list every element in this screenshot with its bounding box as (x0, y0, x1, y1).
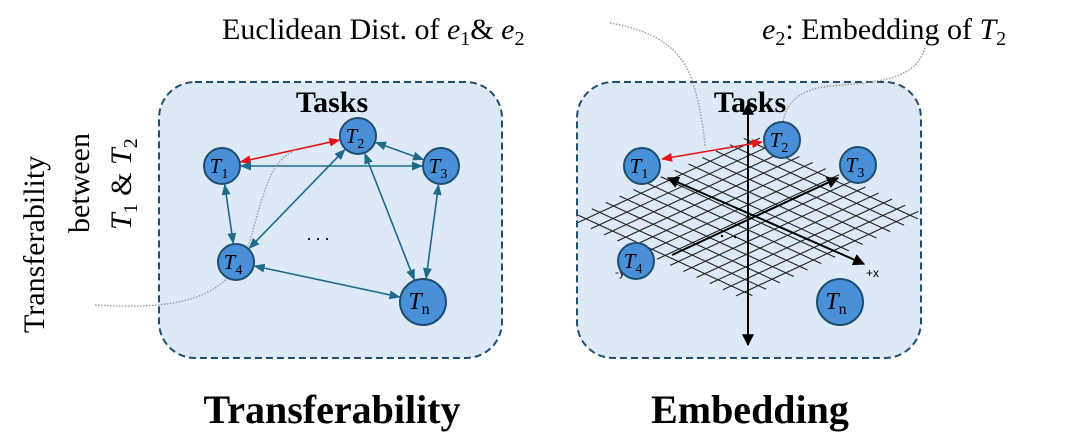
transferability-node-t1: T1 (203, 147, 241, 185)
embedding-node-t2: T2 (763, 121, 801, 159)
node-circle (816, 278, 864, 326)
y-axis (671, 177, 840, 256)
embedding-node-tn: Tn (816, 278, 864, 326)
node-label: T3 (846, 153, 865, 181)
node-circle (399, 278, 447, 326)
node-label: Tn (408, 289, 429, 318)
transferability-label-line2: between (63, 133, 96, 233)
node-circle (623, 147, 661, 185)
embedding-node-t4: T4 (617, 242, 655, 280)
transferability-node-t4: T4 (217, 243, 255, 281)
transferability-edges (221, 137, 442, 300)
node-label: T1 (210, 154, 229, 182)
node-label: T3 (429, 154, 448, 182)
node-circle (763, 121, 801, 159)
transferability-panel-header: Tasks (296, 86, 368, 119)
edge-t3-tn (423, 183, 442, 280)
transferability-node-t3: T3 (422, 147, 460, 185)
embedding-leader-line (782, 47, 926, 122)
node-label: Tn (825, 289, 846, 318)
embedding-caption: Embedding (651, 387, 849, 432)
node-label: T4 (224, 250, 243, 278)
euclidean-leader-line (609, 22, 706, 148)
origin-dots (720, 234, 750, 240)
x-axis (666, 176, 866, 266)
transferability-panel (158, 81, 503, 359)
transferability-node-tn: Tn (399, 278, 447, 326)
embedding-node-t1: T1 (623, 147, 661, 185)
transferability-label-line3: T1 & T2 (105, 138, 142, 230)
embedding-of-t2-label: e2: Embedding of T2 (762, 13, 1006, 50)
node-circle (217, 243, 255, 281)
euclidean-distance-arrow (660, 139, 764, 162)
edge-t2-tn (364, 152, 415, 281)
edge-t4-tn (253, 263, 401, 300)
transferability-caption: Transferability (203, 387, 460, 432)
node-circle (839, 146, 877, 184)
node-label: T2 (770, 128, 789, 156)
edge-t2-t3 (374, 141, 425, 161)
node-label: T1 (630, 154, 649, 182)
node-label: T2 (346, 124, 365, 152)
embedding-node-t3: T3 (839, 146, 877, 184)
node-label: T4 (624, 249, 643, 277)
node-circle (339, 117, 377, 155)
embedding-panel-header: Tasks (714, 86, 786, 119)
edge-t2-t4 (248, 148, 346, 250)
transferability-node-t2: T2 (339, 117, 377, 155)
node-circle (617, 242, 655, 280)
transferability-label-line1: Transferability (18, 156, 51, 333)
pos-x-axis-label: +x (866, 266, 879, 280)
ellipsis-dots: . . . (307, 224, 330, 244)
neg-y-axis-label: -y (615, 265, 625, 279)
transferability-between-label: Transferability between T1 & T2 (18, 133, 142, 333)
node-circle (203, 147, 241, 185)
euclidean-distance-label: Euclidean Dist. of e1& e2 (222, 13, 524, 50)
edge-t1-t4 (221, 183, 237, 245)
node-circle (422, 147, 460, 185)
